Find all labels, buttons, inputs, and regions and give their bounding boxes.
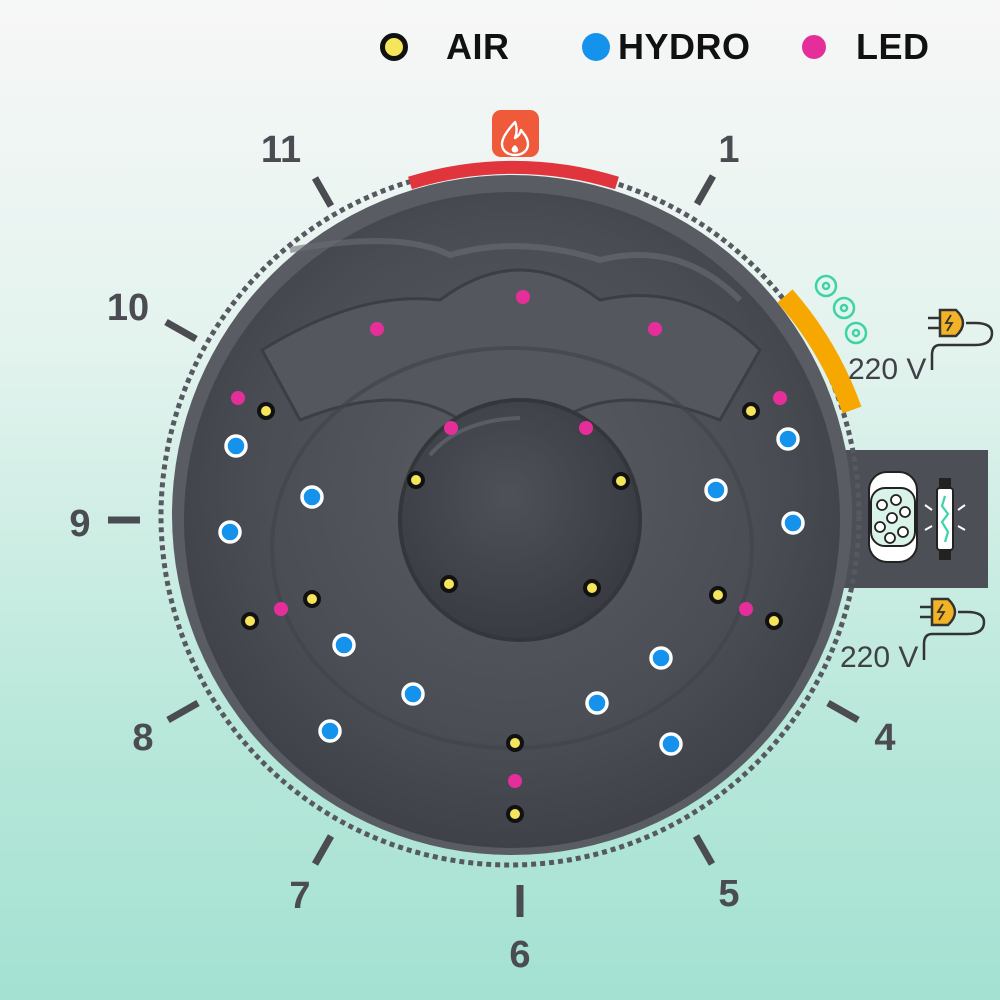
hydro-jet: [704, 478, 728, 502]
power-plug-icon: [920, 597, 986, 660]
hour-label-1: 1: [718, 129, 739, 171]
power-plug-icon: [928, 308, 994, 370]
tick-8: [166, 699, 200, 724]
air-jet: [241, 612, 259, 630]
led-light: [773, 391, 787, 405]
control-panel-band: [777, 289, 862, 414]
hydro-jet: [649, 646, 673, 670]
hydro-jet-dot: [582, 33, 610, 61]
hour-label-6: 6: [509, 934, 530, 976]
air-jet: [303, 590, 321, 608]
hydro-jet: [585, 691, 609, 715]
filter-cartridge-icon: [868, 471, 918, 563]
tick-11: [311, 176, 335, 208]
hydro-jet: [781, 511, 805, 535]
hour-label-7: 7: [289, 875, 310, 917]
jet-markers: [218, 290, 805, 823]
air-jet: [709, 586, 727, 604]
hydro-jet: [318, 719, 342, 743]
jet-legend: AIR HYDRO LED: [0, 0, 1000, 90]
led-light: [516, 290, 530, 304]
seat-highlight: [289, 238, 743, 303]
air-jet: [765, 612, 783, 630]
hour-label-4: 4: [874, 717, 895, 759]
footwell-highlight: [428, 416, 521, 457]
legend-label-led: LED: [856, 26, 930, 67]
hour-label-11: 11: [261, 129, 301, 171]
air-jet: [583, 579, 601, 597]
upper-voltage-label: 220 V: [848, 353, 926, 386]
hydro-jet: [218, 520, 242, 544]
hydro-jet: [224, 434, 248, 458]
led-light: [231, 391, 245, 405]
hydro-jet: [776, 427, 800, 451]
footwell: [398, 398, 642, 642]
legend-label-hydro: HYDRO: [618, 26, 751, 67]
clock-ticks: [108, 174, 860, 917]
lower-voltage-label: 220 V: [840, 641, 918, 674]
heater-band: [408, 160, 619, 190]
hydro-jet: [659, 732, 683, 756]
air-jet: [612, 472, 630, 490]
hour-label-9: 9: [69, 503, 90, 545]
hour-label-5: 5: [718, 873, 739, 915]
legend-item-led: LED: [802, 26, 930, 68]
hour-label-10: 10: [107, 287, 149, 329]
led-light: [444, 421, 458, 435]
led-dot: [802, 35, 826, 59]
uv-lamp-icon: [924, 478, 966, 560]
hour-label-8: 8: [132, 717, 153, 759]
led-light: [370, 322, 384, 336]
led-light: [508, 774, 522, 788]
air-jet: [440, 575, 458, 593]
tick-4: [826, 699, 860, 724]
hydro-jet: [300, 485, 324, 509]
hydro-jet: [332, 633, 356, 657]
air-jet: [506, 734, 524, 752]
tick-10: [164, 318, 198, 343]
tick-5: [692, 834, 716, 866]
air-jet: [742, 402, 760, 420]
tick-1: [693, 174, 717, 206]
legend-item-air: AIR: [380, 26, 510, 68]
legend-label-air: AIR: [446, 26, 510, 67]
tick-7: [311, 834, 335, 866]
air-jet: [257, 402, 275, 420]
air-jet-dot: [380, 33, 408, 61]
led-light: [274, 602, 288, 616]
control-buttons-icon: [814, 274, 868, 345]
led-light: [579, 421, 593, 435]
legend-item-hydro: HYDRO: [582, 26, 751, 68]
led-light: [739, 602, 753, 616]
air-jet: [407, 471, 425, 489]
led-light: [648, 322, 662, 336]
tub-outline-dotted: [158, 164, 862, 868]
hydro-jet: [401, 682, 425, 706]
air-jet: [506, 805, 524, 823]
flame-icon: [492, 110, 539, 157]
